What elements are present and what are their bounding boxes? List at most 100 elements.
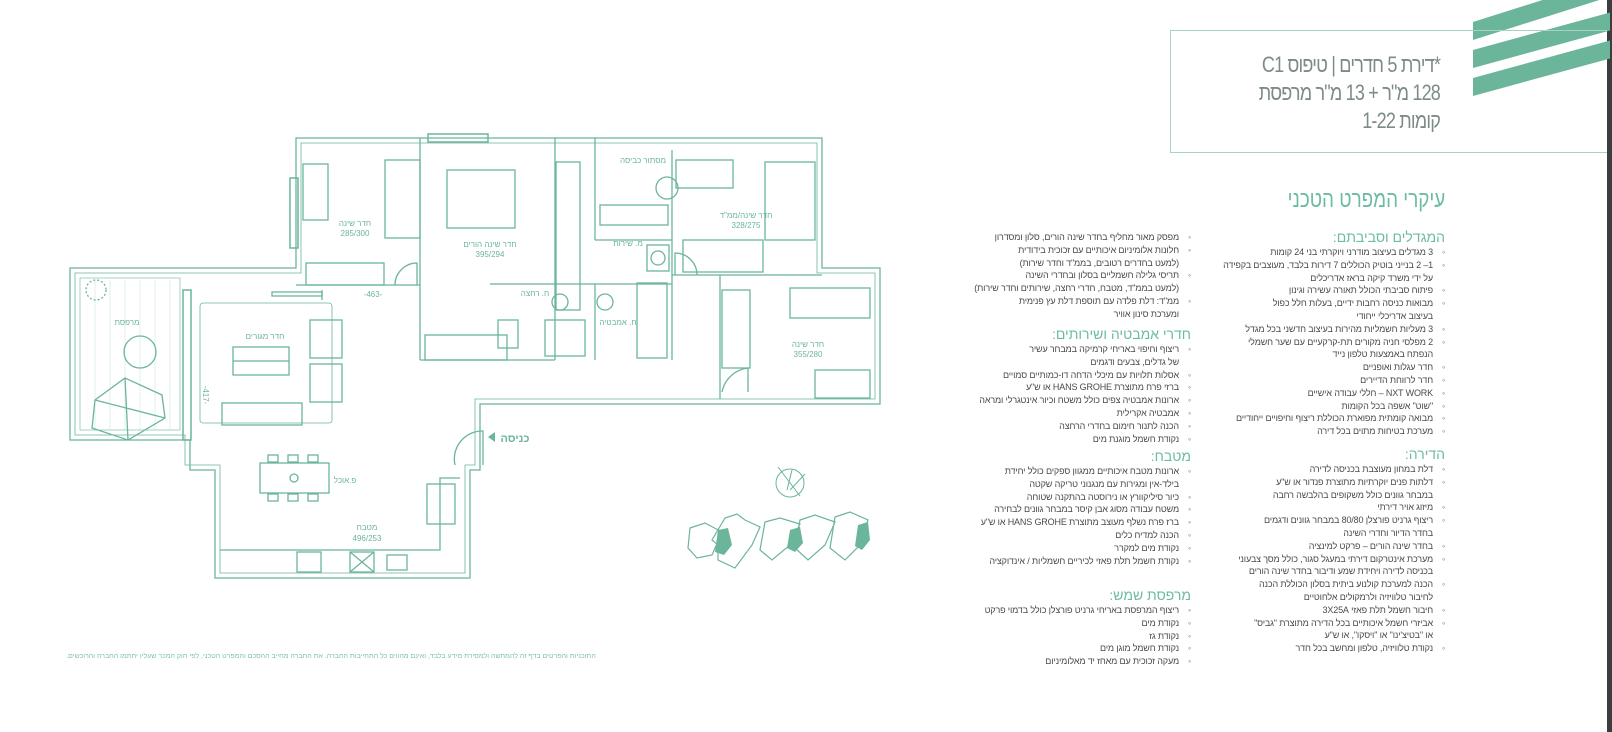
section-kitchen: מטבח:ארונות מטבח איכותיים ממגוון ספקים כ… — [981, 448, 1191, 568]
spec-item: מיזוג אויר דירתי — [1185, 501, 1445, 514]
spec-item: "שוט" אשפה בכל הקומות — [1185, 400, 1445, 413]
spec-item: נקודת מים — [991, 617, 1191, 630]
spec-list: ריצוף המרפסת באריחי גרניט פורצלן כולל בד… — [985, 604, 1191, 668]
section-apartment-continued: מפסק מאור מחליף בחדר שינה הורים, סלון ומ… — [974, 231, 1191, 321]
spec-item: מבואה קומתית מפוארת הכוללת ריצוף וחיפויי… — [1185, 412, 1445, 425]
room-label-master: חדר שינה הורים — [463, 240, 516, 249]
spec-item: נקודת חשמל מוגנת מים — [991, 433, 1191, 446]
balcony-floor — [79, 277, 181, 431]
section-heading: הדירה: — [1404, 446, 1445, 462]
spec-item: משטח עבודה מסוג אבן קיסר במבחר גוונים לב… — [991, 503, 1191, 516]
plant-icon — [85, 279, 107, 301]
spec-item: 1– 2 בנייני בוטיק הכוללים 7 דירות בלבד, … — [1185, 259, 1445, 285]
room-size-kitchen: 496/253 — [353, 534, 382, 543]
spec-item: תריסי גלילה חשמליים בסלון ובחדרי השינה (… — [974, 269, 1191, 295]
entrance-arrow-icon — [488, 432, 495, 442]
spec-item: פיתוח סביבתי הכולל תאורה עשירה וגינון — [1185, 284, 1445, 297]
section-heading: מרפסת שמש: — [1109, 587, 1191, 603]
spec-list: 3 מגדלים בעיצוב מודרני ויוקרתי בני 24 קו… — [1185, 246, 1445, 438]
room-size-master: 395/294 — [476, 250, 505, 259]
key-plan-highlight — [715, 522, 870, 555]
armchair — [309, 363, 343, 403]
spec-list: דלת במחון מעוצבת בכניסה לדירהדלתות פנים … — [1185, 463, 1445, 655]
balcony-table-icon — [123, 335, 157, 369]
spec-item: 2 מפלסי חניה מקורים תת-קרקעיים עם שער חש… — [1185, 336, 1445, 362]
outer-wall — [69, 137, 881, 579]
section-bathrooms: חדרי אמבטיה ושירותים:ריצוף וחיפוי באריחי… — [979, 327, 1191, 446]
section-apartment: הדירה:דלת במחון מעוצבת בכניסה לדירהדלתות… — [1185, 447, 1445, 655]
spec-item: אסלות תלויות עם מיכלי הדחה דו-כמותיים סמ… — [991, 369, 1191, 382]
room-label-service: מ. שירות — [613, 239, 643, 248]
spec-item: הכנה למערכת קולנוע ביתית בסלון הכוללת הכ… — [1185, 578, 1445, 604]
room-label-bath: ח. אמבטיה — [599, 318, 636, 327]
spec-item: נקודת חשמל תלת פאזי לכיריים חשמליות / אי… — [989, 555, 1191, 568]
apartment-type: *דירת 5 חדרים | טיפוס C1 — [1261, 52, 1441, 77]
page-edge — [1607, 0, 1612, 732]
spec-item: הכנה למדיח כלים — [991, 529, 1191, 542]
spec-item: 3 מגדלים בעיצוב מודרני ויוקרתי בני 24 קו… — [1185, 246, 1445, 259]
spec-item: ברזי פרח מתוצרת HANS GROHE או ש"ע — [991, 381, 1191, 394]
spec-item: חלונות אלומיניום איכותיים עם זכוכית בידו… — [991, 244, 1191, 270]
spec-item: אמבטיה אקרילית — [991, 407, 1191, 420]
entrance-label: כניסה — [501, 433, 530, 445]
room-label-bedroom3: חדר שינה — [792, 340, 824, 349]
room-label-living: חדר מגורים — [246, 332, 285, 341]
rug — [199, 302, 333, 424]
decorative-stripes — [1473, 0, 1610, 96]
room-label-balcony: מרפסת — [114, 318, 139, 327]
room-label-shower: ח. רחצה — [521, 289, 549, 298]
section-towers: המגדלים וסביבתם:3 מגדלים בעיצוב מודרני ו… — [1185, 230, 1445, 438]
spec-item: מעקה זכוכית עם מאחז יד מאלומיניום — [991, 655, 1191, 668]
spec-item: הכנה לתנור חימום בחדרי הרחצה — [991, 420, 1191, 433]
spec-item: מפסק מאור מחליף בחדר שינה הורים, סלון ומ… — [991, 231, 1191, 244]
disclaimer: התוכניות והפרטים בדף זה להמחשה ולמסירת מ… — [66, 653, 596, 660]
spec-heading: עיקרי המפרט הטכני — [1287, 186, 1445, 212]
room-size-bedroom3: 355/280 — [794, 350, 823, 359]
sofa — [221, 402, 303, 426]
spec-list: ארונות מטבח איכותיים ממגוון ספקים כולל י… — [981, 465, 1191, 568]
spec-item: חדר לרווחת הדיירים — [1185, 374, 1445, 387]
section-heading: מטבח: — [1150, 448, 1191, 464]
spec-item: ארונות אמבטיה צפים כולל משטח וכיור אינטג… — [979, 394, 1191, 407]
room-size-mamad: 328/275 — [732, 221, 761, 230]
spec-item: ריצוף גרניט פורצלן 80/80 במבחר גוונים וד… — [1185, 514, 1445, 540]
dimension-height: -417- — [201, 386, 210, 405]
compass-icon — [775, 466, 806, 498]
spec-item: 3 מעליות חשמליות מהירות בעיצוב חדשני בכל… — [1185, 323, 1445, 336]
inner-wall — [74, 142, 876, 574]
floor-plan: חדר שינה 285/300 חדר שינה הורים 395/294 … — [69, 133, 881, 579]
apartment-title: *דירת 5 חדרים | טיפוס C1 128 מ"ר + 13 מ"… — [1219, 51, 1441, 135]
room-label-kitchen: מטבח — [357, 523, 378, 532]
spec-item: ממ"ד: דלת פלדה עם תוספת דלת עץ פנימית ומ… — [991, 295, 1191, 321]
spec-item: מערכת בטיחות מתוים בכל דירה — [1185, 425, 1445, 438]
dimension-width: -463- — [364, 290, 383, 299]
spec-item: חדר עגלות ואופניים — [1185, 361, 1445, 374]
spec-item: מערכת אינטרקום דירתי במעגל סגור, כולל מס… — [1185, 553, 1445, 579]
spec-item: חיבור חשמל תלת פאזי 3X25A — [1185, 604, 1445, 617]
dining-table — [259, 462, 330, 494]
apartment-area: 128 מ"ר + 13 מ"ר מרפסת — [1258, 80, 1441, 105]
key-plan — [687, 511, 869, 569]
section-balcony: מרפסת שמש:ריצוף המרפסת באריחי גרניט פורצ… — [985, 587, 1191, 668]
section-heading: המגדלים וסביבתם: — [1332, 229, 1445, 245]
room-label-mamad: חדר שינה/ממ"ד — [720, 211, 773, 220]
spec-item: נקודת חשמל מוגן מים — [991, 642, 1191, 655]
spec-item: נקודת מים למקרר — [991, 542, 1191, 555]
spec-item: דלת במחון מעוצבת בכניסה לדירה — [1185, 463, 1445, 476]
room-label-laundry: מסתור כביסה — [620, 156, 666, 165]
spec-item: ברז פרח נשלף מעוצב מתוצרת HANS GROHE או … — [981, 516, 1191, 529]
apartment-floors: קומות 1-22 — [1362, 108, 1441, 133]
spec-item: אביזרי חשמל איכותיים בכל הדירה מתוצרת "ג… — [1185, 617, 1445, 643]
spec-list: ריצוף וחיפוי באריחי קרמיקה במבחר עשיר של… — [979, 343, 1191, 446]
room-label-bedroom1: חדר שינה — [339, 219, 371, 228]
armchair — [309, 319, 343, 359]
spec-item: מבואות כניסה רחבות ידיים, בעלות חלל כפול… — [1185, 297, 1445, 323]
spec-item: ארונות מטבח איכותיים ממגוון ספקים כולל י… — [991, 465, 1191, 491]
spec-item: NXT WORK – חללי עבודה אישיים — [1185, 387, 1445, 400]
room-label-dining: פ.אוכל — [334, 476, 357, 485]
spec-item: בחדר שינה הורים – פרקט למינציה — [1185, 540, 1445, 553]
room-size-bedroom1: 285/300 — [341, 229, 370, 238]
spec-item: דלתות פנים יוקרתיות מתוצרת פנדור או ש"ע … — [1185, 476, 1445, 502]
apartment-title-box: *דירת 5 חדרים | טיפוס C1 128 מ"ר + 13 מ"… — [1170, 30, 1607, 153]
spec-item: כיור סיליקוורץ או נירוסטה בהתקנה שטוחה — [991, 491, 1191, 504]
